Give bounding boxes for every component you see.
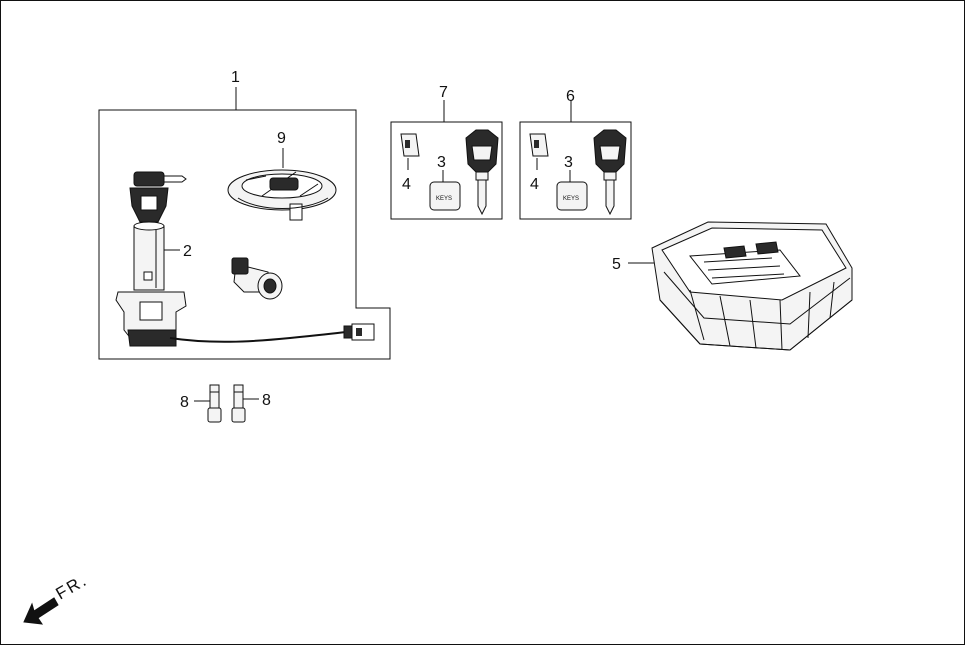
ignition-switch (115, 171, 375, 347)
fuel-cap (227, 169, 337, 221)
callout-6: 6 (566, 88, 575, 105)
direction-label: FR. (53, 570, 91, 603)
key-tag-4-g6 (529, 133, 549, 157)
callout-3b: 3 (564, 154, 573, 171)
callout-4b: 4 (530, 176, 539, 193)
control-unit (651, 221, 853, 351)
svg-text:KEYS: KEYS (563, 196, 579, 202)
callout-5: 5 (612, 256, 621, 273)
svg-text:KEYS: KEYS (436, 196, 452, 202)
key-g6 (593, 129, 627, 216)
callout-8a: 8 (180, 394, 189, 411)
callout-7: 7 (439, 84, 448, 101)
seat-lock-cylinder (231, 257, 283, 300)
group-1-outline (98, 109, 391, 360)
callout-9: 9 (277, 130, 286, 147)
callout-3a: 3 (437, 154, 446, 171)
key-plate-3-g7: KEYS (429, 181, 461, 211)
key-tag-4-g7 (400, 133, 420, 157)
bolt-right (231, 384, 246, 423)
bolt-left (207, 384, 222, 423)
group-6-box (519, 121, 632, 220)
group-7-box (390, 121, 503, 220)
callout-1: 1 (231, 69, 240, 86)
key-g7 (465, 129, 499, 216)
front-direction-arrow-icon (23, 597, 59, 625)
callout-2: 2 (183, 243, 192, 260)
callout-8b: 8 (262, 392, 271, 409)
callout-4a: 4 (402, 176, 411, 193)
key-plate-3-g6: KEYS (556, 181, 588, 211)
